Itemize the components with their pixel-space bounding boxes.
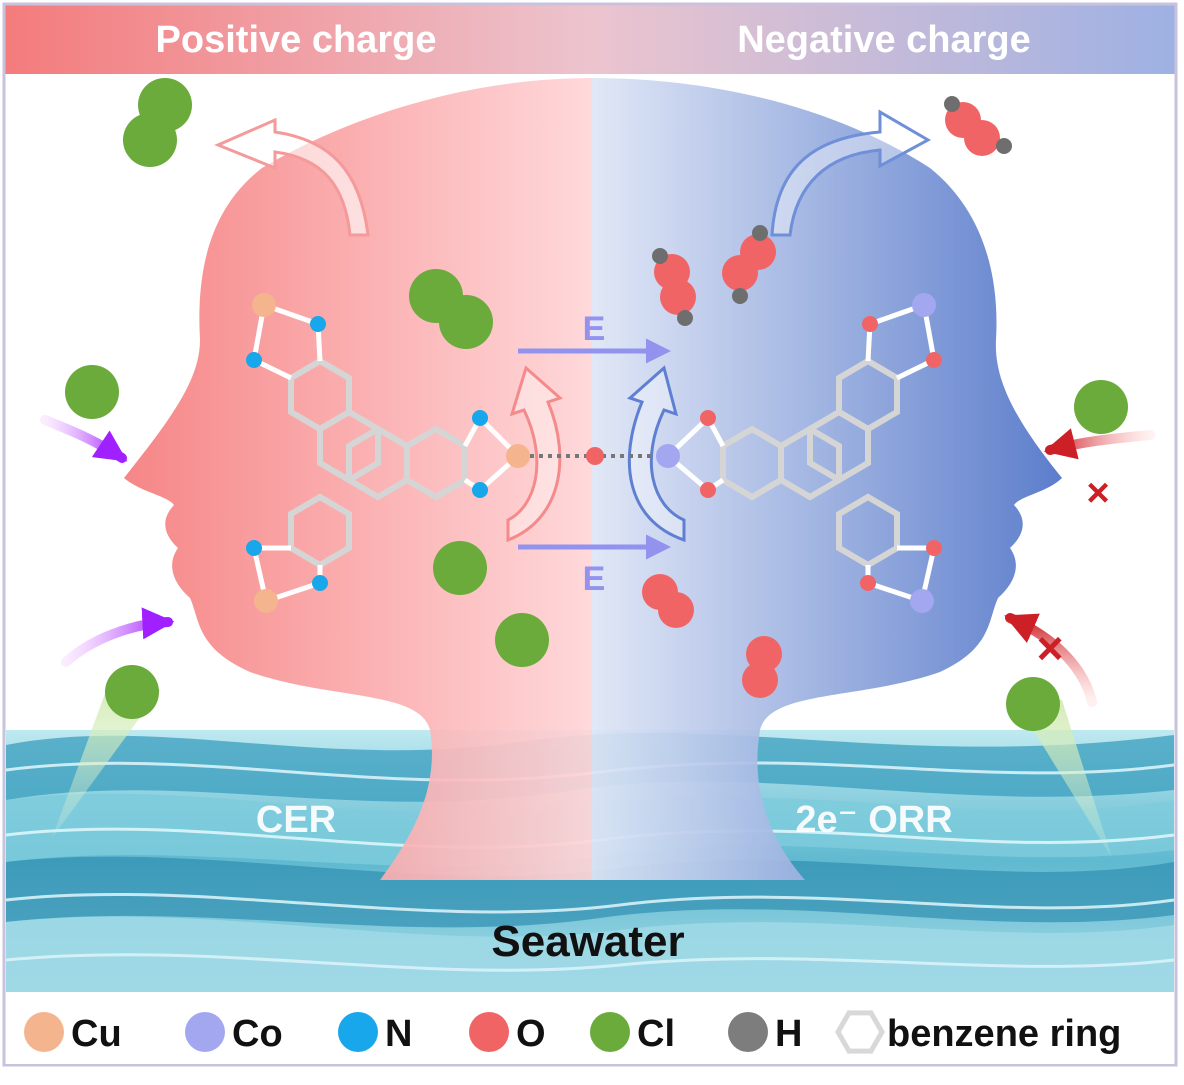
benzene-ring bbox=[807, 408, 871, 484]
orr-label: 2e⁻ ORR bbox=[795, 799, 952, 841]
two-faces-silhouette bbox=[124, 78, 1062, 880]
header-band bbox=[4, 4, 1176, 74]
release-arrow-right bbox=[770, 109, 932, 237]
legend-label-cu: Cu bbox=[71, 1013, 122, 1055]
h2o2-molecule bbox=[652, 248, 696, 326]
blocked-mark-bottom: × bbox=[1037, 622, 1064, 674]
chloride-beams bbox=[52, 665, 1112, 858]
release-arrow-left bbox=[214, 117, 370, 237]
cu-framework-molecule bbox=[246, 293, 530, 613]
cer-label: CER bbox=[256, 799, 336, 841]
seawater-label: Seawater bbox=[491, 917, 684, 966]
legend-label-cl: Cl bbox=[637, 1013, 675, 1055]
legend-label-co: Co bbox=[232, 1013, 283, 1055]
field-arrows: E E bbox=[518, 310, 671, 598]
legend-swatch-co bbox=[185, 1012, 225, 1052]
legend-label-n: N bbox=[385, 1013, 412, 1055]
co-framework-molecule bbox=[656, 293, 942, 613]
attraction-arrows bbox=[40, 415, 175, 667]
o2-molecule bbox=[642, 574, 694, 628]
field-label-bottom: E bbox=[583, 560, 606, 598]
repulsion-arrows bbox=[1004, 428, 1155, 707]
h2o2-molecule bbox=[944, 96, 1012, 156]
chlorine-species bbox=[65, 78, 1128, 667]
blocked-mark-top: × bbox=[1086, 471, 1109, 515]
legend-swatch-cu bbox=[24, 1012, 64, 1052]
legend-swatch-h bbox=[728, 1012, 768, 1052]
negative-charge-title: Negative charge bbox=[737, 19, 1031, 61]
legend-benzene-ring-icon bbox=[835, 1010, 885, 1054]
legend-label-o: O bbox=[516, 1013, 546, 1055]
charge-arrow-left bbox=[506, 365, 563, 543]
legend-label-benzene-ring: benzene ring bbox=[887, 1013, 1121, 1055]
field-label-top: E bbox=[583, 310, 606, 348]
oxygen-species bbox=[642, 96, 1012, 698]
figure-frame bbox=[2, 2, 1178, 1067]
legend-swatch-o bbox=[469, 1012, 509, 1052]
legend-swatch-cl bbox=[590, 1012, 630, 1052]
h2o2-molecule bbox=[722, 225, 776, 304]
bridging-interaction bbox=[530, 447, 656, 465]
positive-charge-title: Positive charge bbox=[156, 19, 437, 61]
benzene-ring bbox=[317, 408, 381, 484]
legend-label-h: H bbox=[775, 1013, 802, 1055]
charge-arrow-right bbox=[627, 365, 686, 543]
o2-molecule bbox=[742, 636, 782, 698]
legend-swatch-n bbox=[338, 1012, 378, 1052]
